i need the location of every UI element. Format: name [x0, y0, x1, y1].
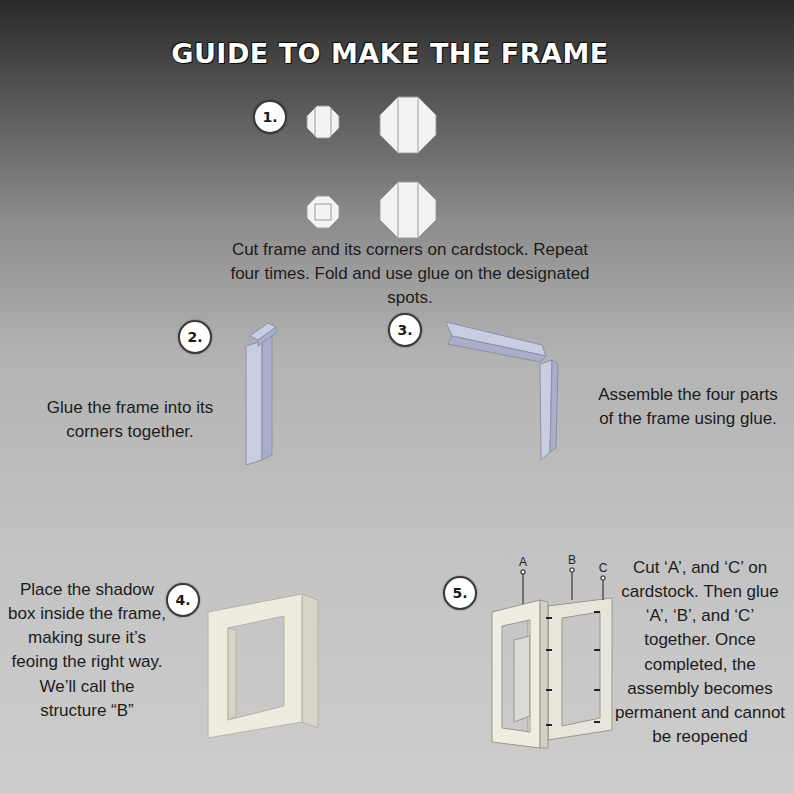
title: GUIDE TO MAKE THE FRAME [0, 38, 780, 69]
step-circle: 3. [388, 313, 422, 347]
step-circle: 4. [166, 583, 200, 617]
step-number: 5. [452, 585, 467, 601]
shadow-box-assembly [492, 598, 612, 748]
step-circle: 5. [443, 576, 477, 610]
step-number: 1. [262, 109, 277, 125]
step-circle: 1. [253, 100, 287, 134]
frame-corner-pieces [446, 322, 558, 460]
step-number: 3. [397, 322, 412, 338]
part-letter: C [595, 562, 611, 574]
octagon-pieces [307, 97, 436, 238]
leader-pins [521, 568, 605, 604]
step-instruction: Glue the frame into its corners together… [28, 396, 232, 444]
part-letter: B [564, 554, 580, 566]
square-frame [208, 594, 318, 738]
step-number: 4. [175, 592, 190, 608]
step-number: 2. [187, 329, 202, 345]
frame-side-piece [246, 323, 276, 465]
step-circle: 2. [178, 320, 212, 354]
part-letter: A [515, 556, 531, 568]
step-instruction: Assemble the four parts of the frame usi… [590, 383, 786, 431]
step-instruction: Cut ‘A’, and ‘C’ on cardstock. Then glue… [611, 556, 789, 749]
step-instruction: Cut frame and its corners on cardstock. … [228, 238, 592, 310]
step-instruction: Place the shadow box inside the frame, m… [8, 578, 166, 723]
